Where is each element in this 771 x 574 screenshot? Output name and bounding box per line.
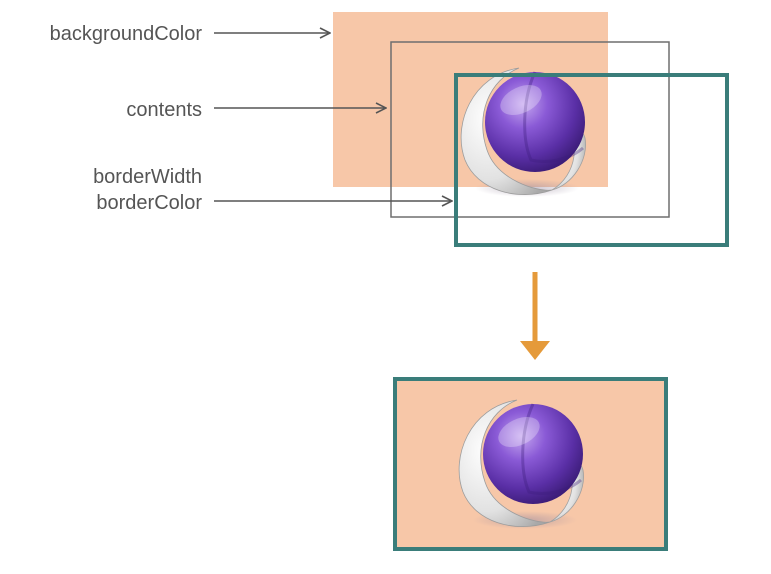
border-frame	[454, 73, 729, 247]
contents-label: contents	[126, 99, 202, 121]
background-color-label: backgroundColor	[50, 23, 203, 45]
border-color-label: borderColor	[96, 192, 202, 214]
border-width-label: borderWidth	[93, 166, 202, 188]
result-border	[393, 377, 668, 551]
contents-frame	[390, 41, 670, 218]
arrow-down-icon	[520, 272, 550, 360]
